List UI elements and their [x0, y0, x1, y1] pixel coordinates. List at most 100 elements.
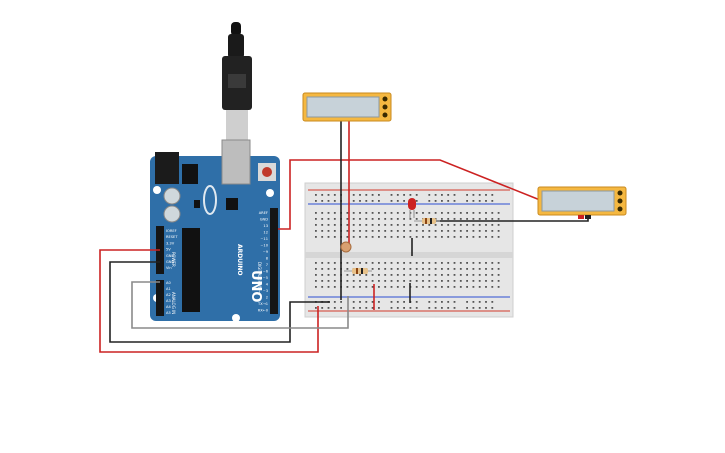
- breadboard-hole[interactable]: [378, 307, 380, 309]
- breadboard-hole[interactable]: [485, 286, 487, 288]
- breadboard-hole[interactable]: [491, 236, 494, 238]
- breadboard-hole[interactable]: [378, 224, 380, 226]
- breadboard-hole[interactable]: [352, 286, 355, 288]
- breadboard-hole[interactable]: [447, 274, 450, 276]
- breadboard-hole[interactable]: [485, 230, 487, 232]
- breadboard-hole[interactable]: [378, 230, 380, 232]
- breadboard-hole[interactable]: [434, 230, 437, 232]
- breadboard-hole[interactable]: [422, 268, 424, 270]
- multimeter-2-terminal-a[interactable]: [617, 190, 623, 196]
- breadboard-hole[interactable]: [491, 262, 494, 264]
- breadboard-hole[interactable]: [396, 224, 399, 226]
- breadboard-hole[interactable]: [359, 307, 361, 309]
- breadboard-hole[interactable]: [371, 307, 374, 309]
- breadboard-hole[interactable]: [485, 236, 487, 238]
- breadboard-hole[interactable]: [315, 280, 317, 282]
- breadboard-hole[interactable]: [478, 230, 481, 232]
- breadboard-hole[interactable]: [352, 262, 355, 264]
- breadboard-hole[interactable]: [409, 236, 412, 238]
- breadboard-hole[interactable]: [359, 224, 361, 226]
- breadboard-hole[interactable]: [365, 230, 368, 232]
- breadboard-hole[interactable]: [447, 262, 450, 264]
- breadboard-hole[interactable]: [453, 218, 456, 220]
- breadboard-hole[interactable]: [321, 212, 324, 214]
- breadboard-hole[interactable]: [384, 236, 387, 238]
- breadboard-hole[interactable]: [365, 301, 368, 303]
- breadboard-hole[interactable]: [321, 230, 324, 232]
- breadboard-hole[interactable]: [497, 262, 500, 264]
- breadboard-hole[interactable]: [422, 224, 424, 226]
- breadboard-hole[interactable]: [409, 224, 412, 226]
- breadboard-hole[interactable]: [384, 230, 387, 232]
- breadboard-hole[interactable]: [409, 194, 412, 196]
- breadboard-hole[interactable]: [352, 224, 355, 226]
- breadboard-hole[interactable]: [415, 301, 418, 303]
- breadboard-hole[interactable]: [472, 307, 475, 309]
- breadboard-hole[interactable]: [390, 274, 393, 276]
- breadboard-hole[interactable]: [422, 230, 424, 232]
- breadboard-hole[interactable]: [352, 280, 355, 282]
- breadboard-hole[interactable]: [359, 286, 361, 288]
- breadboard-hole[interactable]: [428, 301, 431, 303]
- breadboard-hole[interactable]: [365, 280, 368, 282]
- breadboard-hole[interactable]: [428, 280, 431, 282]
- breadboard-hole[interactable]: [472, 268, 475, 270]
- breadboard-hole[interactable]: [472, 274, 475, 276]
- breadboard-hole[interactable]: [441, 262, 443, 264]
- breadboard-hole[interactable]: [365, 236, 368, 238]
- breadboard-hole[interactable]: [478, 307, 481, 309]
- breadboard-hole[interactable]: [384, 286, 387, 288]
- breadboard-hole[interactable]: [359, 218, 361, 220]
- breadboard-hole[interactable]: [459, 268, 462, 270]
- breadboard-hole[interactable]: [333, 301, 336, 303]
- breadboard-hole[interactable]: [491, 268, 494, 270]
- breadboard-hole[interactable]: [315, 236, 317, 238]
- breadboard-hole[interactable]: [371, 230, 374, 232]
- breadboard-hole[interactable]: [371, 218, 374, 220]
- breadboard-hole[interactable]: [409, 230, 412, 232]
- breadboard-hole[interactable]: [321, 224, 324, 226]
- breadboard-hole[interactable]: [403, 212, 405, 214]
- breadboard-hole[interactable]: [434, 307, 437, 309]
- breadboard-hole[interactable]: [485, 307, 487, 309]
- breadboard-hole[interactable]: [459, 236, 462, 238]
- breadboard-hole[interactable]: [478, 262, 481, 264]
- breadboard-hole[interactable]: [333, 218, 336, 220]
- breadboard-hole[interactable]: [428, 286, 431, 288]
- breadboard-hole[interactable]: [478, 301, 481, 303]
- led[interactable]: [408, 198, 416, 218]
- breadboard-hole[interactable]: [415, 268, 418, 270]
- breadboard-hole[interactable]: [441, 236, 443, 238]
- breadboard-hole[interactable]: [497, 236, 500, 238]
- breadboard-hole[interactable]: [359, 301, 361, 303]
- breadboard-hole[interactable]: [472, 200, 475, 202]
- breadboard-hole[interactable]: [365, 307, 368, 309]
- breadboard-hole[interactable]: [428, 200, 431, 202]
- breadboard-hole[interactable]: [396, 307, 399, 309]
- breadboard-hole[interactable]: [491, 194, 494, 196]
- breadboard-hole[interactable]: [371, 301, 374, 303]
- breadboard-hole[interactable]: [478, 200, 481, 202]
- breadboard-hole[interactable]: [390, 200, 393, 202]
- breadboard-hole[interactable]: [333, 224, 336, 226]
- breadboard-hole[interactable]: [371, 200, 374, 202]
- analog-header[interactable]: [156, 280, 164, 316]
- breadboard-hole[interactable]: [378, 212, 380, 214]
- breadboard-hole[interactable]: [409, 262, 412, 264]
- breadboard-hole[interactable]: [478, 236, 481, 238]
- breadboard-hole[interactable]: [453, 268, 456, 270]
- breadboard-hole[interactable]: [472, 262, 475, 264]
- multimeter-1-terminal-com[interactable]: [382, 112, 388, 118]
- breadboard-hole[interactable]: [315, 224, 317, 226]
- breadboard-hole[interactable]: [428, 224, 431, 226]
- breadboard-hole[interactable]: [441, 301, 443, 303]
- breadboard-hole[interactable]: [365, 200, 368, 202]
- breadboard-hole[interactable]: [447, 218, 450, 220]
- breadboard-hole[interactable]: [491, 218, 494, 220]
- breadboard-hole[interactable]: [346, 218, 349, 220]
- breadboard-hole[interactable]: [384, 224, 387, 226]
- breadboard-hole[interactable]: [415, 280, 418, 282]
- breadboard-hole[interactable]: [459, 224, 462, 226]
- breadboard-hole[interactable]: [384, 274, 387, 276]
- breadboard-hole[interactable]: [390, 224, 393, 226]
